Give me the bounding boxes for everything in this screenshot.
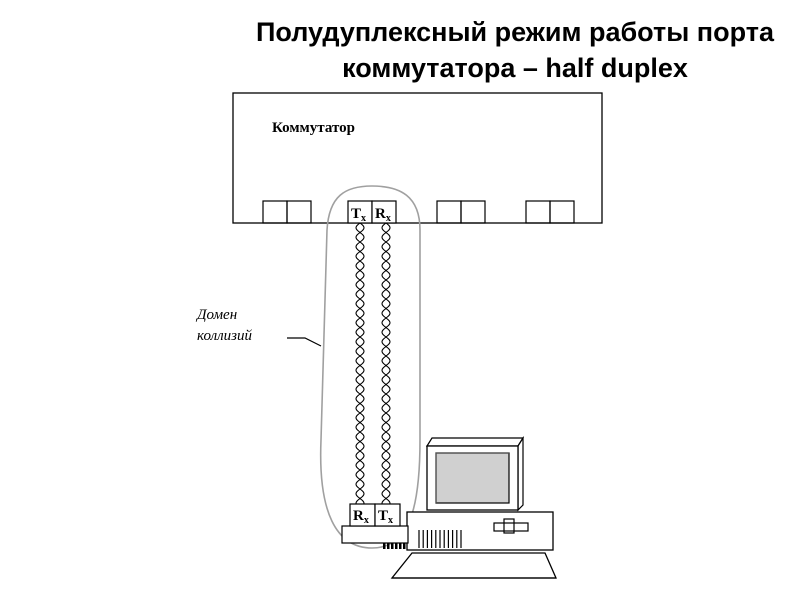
cable-strand-2: [355, 222, 365, 505]
monitor-screen: [435, 452, 510, 504]
title-line-1: Полудуплексный режим работы порта: [256, 17, 774, 47]
switch-port-3: [436, 200, 486, 224]
vent-slots: [418, 530, 462, 548]
computer: [390, 435, 557, 579]
nic-pin: [387, 543, 390, 549]
network-card-body: [341, 525, 409, 544]
network-card-pins: [383, 543, 406, 549]
collision-domain-outline: [319, 185, 421, 549]
switch-body: [232, 92, 603, 224]
collision-domain-label-line-1: Домен: [195, 307, 237, 323]
switch: Коммутатор Tx Rx: [232, 92, 603, 224]
nic-pin: [403, 543, 406, 549]
nic-pin: [395, 543, 398, 549]
switch-label: Коммутатор: [272, 120, 355, 136]
twisted-pair-cable-left: [355, 222, 365, 505]
switch-port-4: [525, 200, 575, 224]
monitor: [425, 435, 525, 512]
system-unit: [406, 511, 554, 551]
switch-port-1: [262, 200, 312, 224]
title-line-2: коммутатора – half duplex: [342, 53, 688, 83]
network-card: Rx Tx: [341, 503, 409, 549]
collision-domain-label-line-2: коллизий: [197, 328, 253, 344]
twisted-pair-cable-right: [381, 222, 391, 505]
cable-strand-1: [381, 222, 391, 505]
keyboard: [390, 552, 557, 579]
nic-rx-label: Rx: [353, 508, 369, 526]
nic-pin: [391, 543, 394, 549]
switch-port-active: Tx Rx: [347, 200, 397, 224]
switch-tx-label: Tx: [351, 206, 366, 224]
switch-rx-label: Rx: [375, 206, 391, 224]
nic-tx-cell: [374, 503, 401, 527]
page-title: Полудуплексный режим работы порта коммут…: [205, 14, 800, 86]
collision-domain-pointer: [287, 337, 322, 347]
nic-tx-label: Tx: [378, 508, 393, 526]
nic-pin: [383, 543, 386, 549]
cable-strand-2: [381, 222, 391, 505]
nic-pin: [399, 543, 402, 549]
switch-rx-cell: [371, 200, 397, 224]
drive-bay: [493, 522, 529, 532]
cable-strand-1: [355, 222, 365, 505]
